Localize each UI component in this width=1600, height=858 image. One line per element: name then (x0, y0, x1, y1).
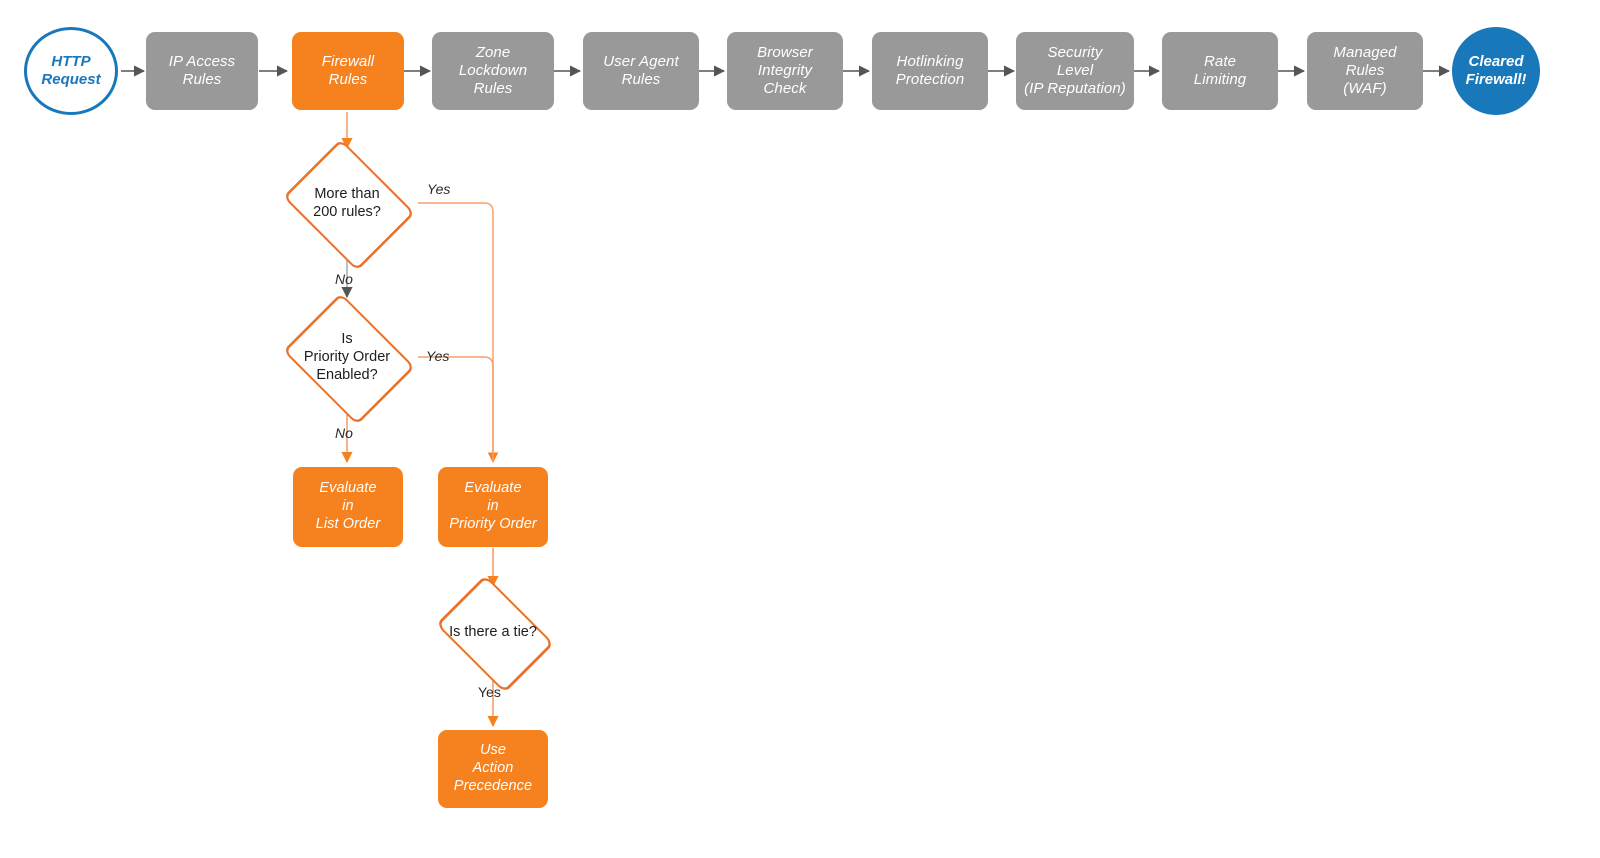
decision-is-priority-order-enabled-label: Is Priority Order Enabled? (303, 330, 391, 384)
edge-decision2-yes-to-priority-order (418, 356, 494, 462)
node-zone-lockdown-rules-label: Zone Lockdown Rules (458, 43, 528, 98)
node-hotlinking-protection-label: Hotlinking Protection (895, 52, 965, 88)
node-use-action-precedence-label: Use Action Precedence (453, 742, 533, 794)
node-zone-lockdown-rules[interactable]: Zone Lockdown Rules (432, 32, 554, 110)
node-firewall-rules[interactable]: Firewall Rules (292, 32, 404, 110)
node-user-agent-rules-label: User Agent Rules (603, 52, 679, 88)
node-firewall-rules-label: Firewall Rules (321, 52, 375, 88)
edge-label-no-2: No (335, 425, 353, 441)
node-cleared-firewall[interactable]: Cleared Firewall! (1452, 27, 1540, 115)
edge-label-yes-3: Yes (478, 684, 501, 700)
node-ip-access-rules-label: IP Access Rules (168, 52, 236, 88)
node-rate-limiting[interactable]: Rate Limiting (1162, 32, 1278, 110)
node-managed-rules-waf-label: Managed Rules (WAF) (1333, 43, 1397, 98)
decision-more-than-200-rules-label: More than 200 rules? (313, 185, 381, 220)
node-evaluate-list-order[interactable]: Evaluate in List Order (293, 467, 403, 547)
node-security-level[interactable]: Security Level (IP Reputation) (1016, 32, 1134, 110)
node-evaluate-priority-order-label: Evaluate in Priority Order (449, 480, 537, 532)
node-use-action-precedence[interactable]: Use Action Precedence (438, 730, 548, 808)
node-browser-integrity-check-label: Browser Integrity Check (757, 43, 813, 98)
decision-more-than-200-rules[interactable]: More than 200 rules? (277, 138, 417, 272)
node-security-level-label: Security Level (IP Reputation) (1024, 43, 1126, 98)
node-cleared-firewall-label: Cleared Firewall! (1465, 52, 1527, 88)
node-http-request-label: HTTP Request (41, 52, 101, 88)
decision-is-there-a-tie-label: Is there a tie? (449, 623, 537, 640)
node-user-agent-rules[interactable]: User Agent Rules (583, 32, 699, 110)
edge-label-no-1: No (335, 271, 353, 287)
node-ip-access-rules[interactable]: IP Access Rules (146, 32, 258, 110)
edge-decision1-yes-to-priority-order (418, 202, 499, 464)
edge-label-yes-1: Yes (427, 181, 451, 197)
node-hotlinking-protection[interactable]: Hotlinking Protection (872, 32, 988, 110)
decision-is-there-a-tie[interactable]: Is there a tie? (428, 574, 558, 694)
decision-is-priority-order-enabled[interactable]: Is Priority Order Enabled? (277, 292, 417, 426)
edge-label-yes-2: Yes (426, 348, 450, 364)
node-rate-limiting-label: Rate Limiting (1193, 52, 1247, 88)
node-evaluate-priority-order[interactable]: Evaluate in Priority Order (438, 467, 548, 547)
node-evaluate-list-order-label: Evaluate in List Order (315, 480, 381, 532)
node-managed-rules-waf[interactable]: Managed Rules (WAF) (1307, 32, 1423, 110)
node-http-request[interactable]: HTTP Request (24, 27, 118, 115)
node-browser-integrity-check[interactable]: Browser Integrity Check (727, 32, 843, 110)
